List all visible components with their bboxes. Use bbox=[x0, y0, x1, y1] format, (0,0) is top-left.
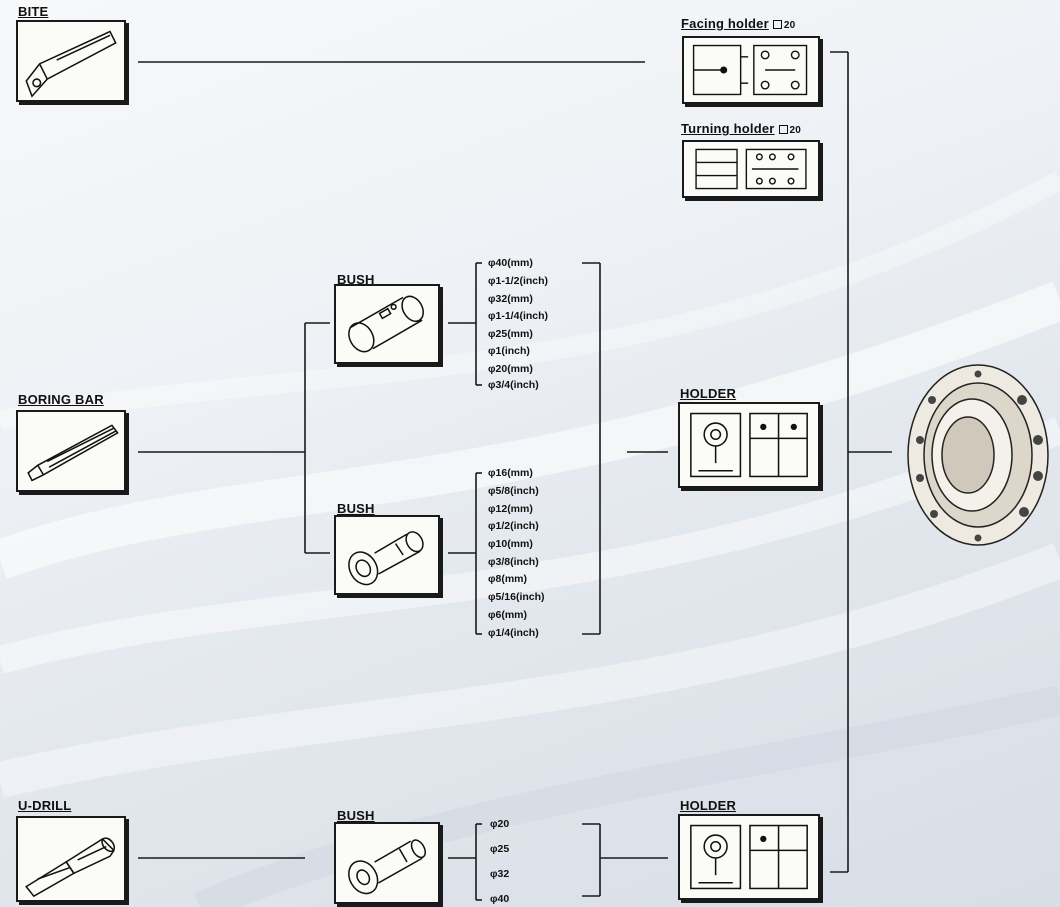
holder-1-box bbox=[678, 402, 820, 488]
dimension-item: φ20 bbox=[490, 818, 510, 830]
dimension-item: φ6(mm) bbox=[488, 609, 528, 621]
u-drill-icon bbox=[25, 837, 116, 898]
dimension-item: φ5/16(inch) bbox=[488, 591, 545, 603]
turning-holder-icon bbox=[695, 148, 807, 190]
boring-bar-label: BORING BAR bbox=[18, 392, 104, 407]
dimension-item: φ20(mm) bbox=[488, 363, 533, 375]
bush-3-box bbox=[334, 822, 440, 904]
u-drill-label: U-DRILL bbox=[18, 798, 72, 813]
turret-icon bbox=[907, 364, 1049, 546]
dimension-item: φ25(mm) bbox=[488, 328, 533, 340]
bush-icon bbox=[348, 531, 424, 586]
bush-3-label: BUSH bbox=[337, 808, 375, 823]
dimension-item: φ5/8(inch) bbox=[488, 485, 539, 497]
dimension-item: φ1-1/4(inch) bbox=[488, 310, 549, 322]
u-drill-box bbox=[16, 816, 126, 902]
dimension-item: φ16(mm) bbox=[488, 467, 533, 479]
dimension-item: φ3/4(inch) bbox=[488, 379, 539, 391]
bush-2-label: BUSH bbox=[337, 501, 375, 516]
holder-1-label: HOLDER bbox=[680, 386, 737, 401]
dimension-item: φ32 bbox=[490, 868, 510, 880]
holder-icon bbox=[690, 412, 808, 478]
bush-1-box bbox=[334, 284, 440, 364]
dimension-item: φ3/8(inch) bbox=[488, 556, 539, 568]
holder-2-box bbox=[678, 814, 820, 900]
dimension-item: φ12(mm) bbox=[488, 503, 533, 515]
bite-label: BITE bbox=[18, 4, 49, 19]
dimension-item: φ10(mm) bbox=[488, 538, 533, 550]
holder-2-label: HOLDER bbox=[680, 798, 737, 813]
dimension-item: φ40 bbox=[490, 893, 510, 905]
dimension-item: φ32(mm) bbox=[488, 293, 533, 305]
turning-holder-box bbox=[682, 140, 820, 198]
bite-tool-icon bbox=[25, 30, 117, 98]
bush-2-box bbox=[334, 515, 440, 595]
boring-bar-icon bbox=[27, 424, 119, 482]
facing-holder-icon bbox=[692, 44, 808, 96]
dimension-item: φ1-1/2(inch) bbox=[488, 275, 549, 287]
dimension-item: φ1/2(inch) bbox=[488, 520, 539, 532]
bush-1-label: BUSH bbox=[337, 272, 375, 287]
dimension-item: φ1/4(inch) bbox=[488, 627, 539, 639]
dimension-item: φ25 bbox=[490, 843, 510, 855]
dimension-item: φ8(mm) bbox=[488, 573, 528, 585]
facing-holder-box bbox=[682, 36, 820, 104]
bush-icon bbox=[348, 839, 427, 895]
dimension-item: φ1(inch) bbox=[488, 345, 530, 357]
bite-tool-box bbox=[16, 20, 126, 102]
bush-icon bbox=[348, 295, 424, 353]
boring-bar-box bbox=[16, 410, 126, 492]
dimension-item: φ40(mm) bbox=[488, 257, 533, 269]
holder-icon bbox=[690, 824, 808, 890]
